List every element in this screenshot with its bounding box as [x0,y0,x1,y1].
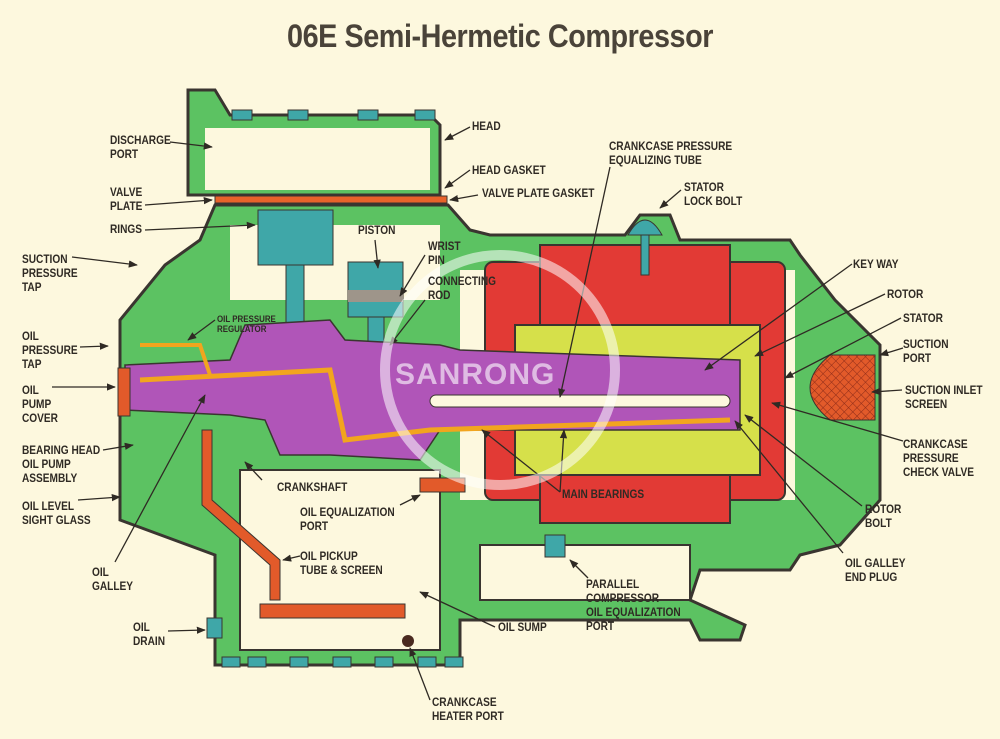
label-oil-pump-cover: OIL PUMP COVER [22,385,58,425]
label-stator-lock-bolt: STATOR LOCK BOLT [684,182,743,208]
label-suction-pressure-tap: SUCTION PRESSURE TAP [22,254,78,294]
oil-drain-plug [206,617,223,639]
label-oil-equalization-port: OIL EQUALIZATION PORT [300,507,395,533]
label-connecting-rod: CONNECTING ROD [428,276,497,302]
oil-pump-cover [117,367,131,417]
label-piston: PISTON [358,225,396,237]
label-crankcase-pressure-check-valve: CRANKCASE PRESSURE CHECK VALVE [903,439,975,479]
label-discharge-port: DISCHARGE PORT [110,135,171,161]
watermark-text: SANRONG [395,358,556,391]
stator-lock-bolt [627,219,663,276]
label-head-gasket: HEAD GASKET [472,165,546,177]
label-oil-drain: OIL DRAIN [133,622,166,648]
sump-bolts [221,656,464,668]
label-rings: RINGS [110,224,143,236]
label-crankcase-pressure-equalizing-tube: CRANKCASE PRESSURE EQUALIZING TUBE [609,141,733,167]
label-bearing-head: BEARING HEAD OIL PUMP ASSEMBLY [22,445,101,485]
oil-pickup-tube [201,429,406,619]
label-crankcase-heater-port: CRANKCASE HEATER PORT [432,697,504,723]
label-parallel-port: PARALLEL COMPRESSOR OIL EQUALIZATION POR… [586,579,681,633]
label-suction-port: SUCTION PORT [903,339,949,365]
label-rotor-bolt: ROTOR BOLT [865,504,902,530]
parallel-port-plug [544,534,566,558]
label-wrist-pin: WRIST PIN [428,241,461,267]
watermark-ring [380,250,620,490]
valve-plate [214,195,448,204]
label-stator: STATOR [903,313,943,325]
label-oil-galley: OIL GALLEY [92,567,134,593]
label-oil-pressure-regulator: OIL PRESSURE REGULATOR [217,314,276,334]
label-oil-pressure-tap: OIL PRESSURE TAP [22,331,78,371]
label-oil-sump: OIL SUMP [498,622,547,634]
label-valve-plate-gasket: VALVE PLATE GASKET [482,188,595,200]
cylinder-head [186,88,442,197]
label-suction-inlet-screen: SUCTION INLET SCREEN [905,385,983,411]
label-valve-plate: VALVE PLATE [110,187,143,213]
diagram-title: 06E Semi-Hermetic Compressor [287,18,713,54]
label-oil-galley-end-plug: OIL GALLEY END PLUG [845,558,906,584]
label-key-way: KEY WAY [853,259,899,271]
crankcase-heater-port [402,635,414,647]
label-rotor: ROTOR [887,289,924,301]
label-oil-level-sight-glass: OIL LEVEL SIGHT GLASS [22,501,91,527]
label-main-bearings: MAIN BEARINGS [562,489,645,501]
label-oil-pickup: OIL PICKUP TUBE & SCREEN [300,551,383,577]
label-head: HEAD [472,121,501,133]
label-crankshaft: CRANKSHAFT [277,482,348,494]
